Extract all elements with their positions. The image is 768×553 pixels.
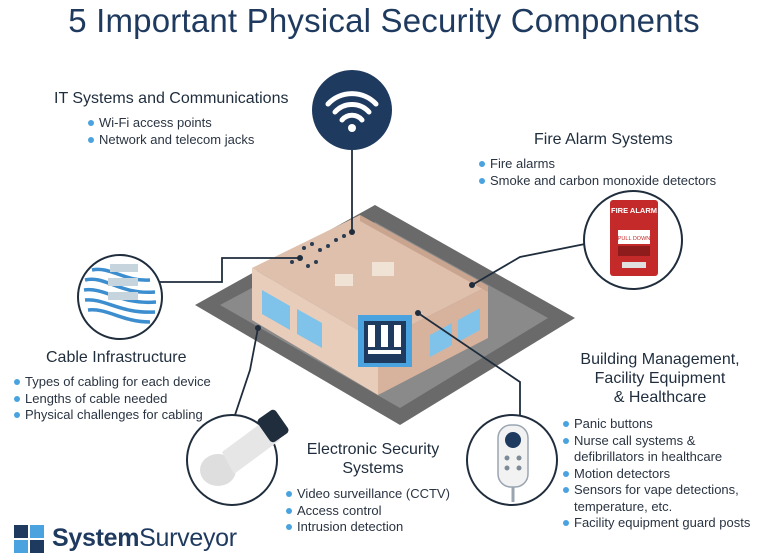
list-item: Video surveillance (CCTV) xyxy=(286,486,450,503)
it-systems-list: Wi-Fi access points Network and telecom … xyxy=(88,115,254,148)
brand-name: SystemSurveyor xyxy=(52,524,237,552)
list-item: Lengths of cable needed xyxy=(14,391,211,408)
list-item: Motion detectors xyxy=(563,466,763,483)
list-item: Wi-Fi access points xyxy=(88,115,254,132)
list-item: Facility equipment guard posts xyxy=(563,515,763,532)
it-systems-title: IT Systems and Communications xyxy=(54,90,289,107)
list-item: Nurse call systems & defibrillators in h… xyxy=(563,433,763,466)
building-roof xyxy=(252,215,488,342)
list-item: Network and telecom jacks xyxy=(88,132,254,149)
cctv-camera-icon xyxy=(186,409,289,506)
pull-down-text: PULL DOWN xyxy=(618,236,651,242)
system-surveyor-logo-icon xyxy=(14,524,44,553)
page-title: 5 Important Physical Security Components xyxy=(68,2,700,39)
list-item: Types of cabling for each device xyxy=(14,374,211,391)
brand-logo: SystemSurveyor xyxy=(14,524,237,553)
list-item: Physical challenges for cabling xyxy=(14,407,211,424)
cable-infrastructure-title: Cable Infrastructure xyxy=(46,349,187,366)
building-management-list: Panic buttons Nurse call systems & defib… xyxy=(563,416,763,532)
list-item: Panic buttons xyxy=(563,416,763,433)
list-item: Fire alarms xyxy=(479,156,716,173)
building-management-title: Building Management, Facility Equipment … xyxy=(580,351,740,406)
fire-alarm-icon: FIRE ALARM PULL DOWN xyxy=(583,190,683,290)
list-item: Intrusion detection xyxy=(286,519,450,536)
electronic-security-title: Electronic Security Systems xyxy=(306,441,440,477)
cable-icon xyxy=(77,254,163,340)
list-item: Smoke and carbon monoxide detectors xyxy=(479,173,716,190)
cable-infrastructure-list: Types of cabling for each device Lengths… xyxy=(14,374,211,424)
wifi-icon xyxy=(312,70,392,150)
fire-alarm-list: Fire alarms Smoke and carbon monoxide de… xyxy=(479,156,716,189)
panic-button-icon xyxy=(466,414,558,506)
electronic-security-list: Video surveillance (CCTV) Access control… xyxy=(286,486,450,536)
fire-alarm-sign-text: FIRE ALARM xyxy=(611,206,657,215)
list-item: Sensors for vape detections, temperature… xyxy=(563,482,763,515)
fire-alarm-title: Fire Alarm Systems xyxy=(534,131,673,148)
list-item: Access control xyxy=(286,503,450,520)
